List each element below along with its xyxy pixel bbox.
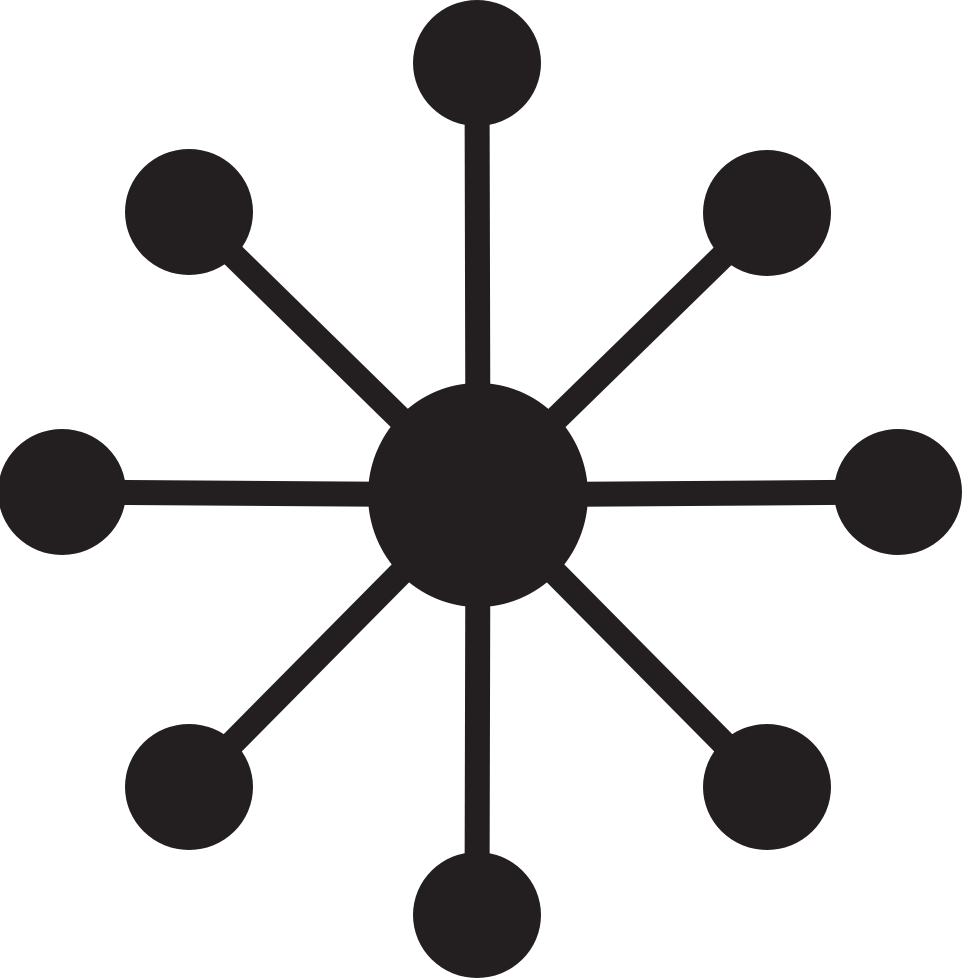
- node-left: [0, 429, 126, 555]
- node-bottom-right: [703, 724, 831, 850]
- node-bottom: [413, 852, 541, 978]
- node-top-left: [125, 149, 253, 275]
- node-top-right: [703, 150, 831, 276]
- node-top: [413, 0, 541, 126]
- node-right: [834, 429, 962, 555]
- hub-node: [368, 383, 588, 607]
- node-bottom-left: [125, 724, 253, 850]
